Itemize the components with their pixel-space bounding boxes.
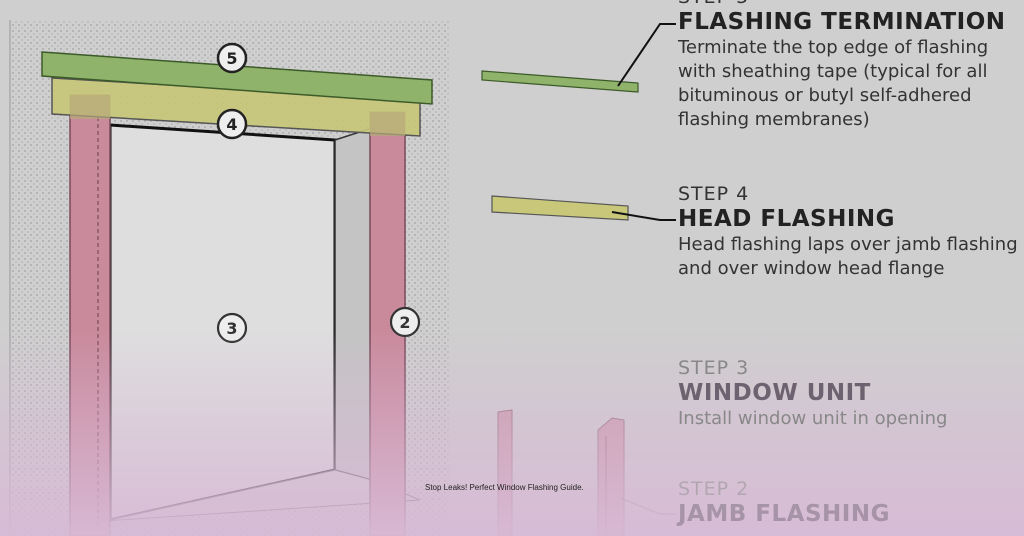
step-5-description: Terminate the top edge of flashing with … [678, 37, 989, 130]
callout-5-label: 5 [226, 49, 237, 68]
step4-leader [611, 211, 676, 221]
callout-3-label: 3 [226, 319, 237, 338]
step-4-block: STEP 4 HEAD FLASHING Head flashing laps … [678, 183, 1018, 281]
step-5-title: FLASHING TERMINATION [678, 9, 1006, 35]
step-2-label: STEP 2 [678, 478, 750, 500]
step2-leader [619, 497, 676, 515]
step-2-title: JAMB FLASHING [678, 501, 890, 527]
head-flashing-lap-right [370, 112, 405, 136]
step-4-description: Head flashing laps over jamb flashing an… [678, 234, 1018, 279]
step-3-label: STEP 3 [678, 357, 750, 379]
step2-swatch [497, 409, 625, 536]
step-4-title: HEAD FLASHING [678, 206, 896, 232]
jamb-flashing-left [69, 94, 111, 536]
termination-strip [41, 51, 433, 105]
callout-2: 2 [389, 306, 421, 338]
window-sill-side [334, 126, 373, 481]
callout-5: 5 [216, 42, 248, 74]
callout-4: 4 [216, 108, 248, 140]
step-3-block: STEP 3 WINDOW UNIT Install window unit i… [678, 357, 1018, 431]
step-2-block: STEP 2 JAMB FLASHING [678, 478, 1018, 528]
step-4-label: STEP 4 [678, 183, 750, 205]
callout-2-label: 2 [399, 313, 410, 332]
callout-3: 3 [216, 312, 248, 344]
caption-text: Stop Leaks! Perfect Window Flashing Guid… [425, 483, 584, 492]
step-3-title: WINDOW UNIT [678, 380, 871, 406]
step5-swatch [481, 70, 639, 93]
step4-swatch [491, 195, 629, 221]
step-5-block: STEP 5 FLASHING TERMINATION Terminate th… [678, 0, 1018, 132]
head-flashing-lap-left [70, 95, 110, 119]
step-3-description: Install window unit in opening [678, 408, 948, 429]
step5-leader [617, 23, 676, 87]
callout-4-label: 4 [226, 115, 237, 134]
step-5-label: STEP 5 [678, 0, 1018, 8]
